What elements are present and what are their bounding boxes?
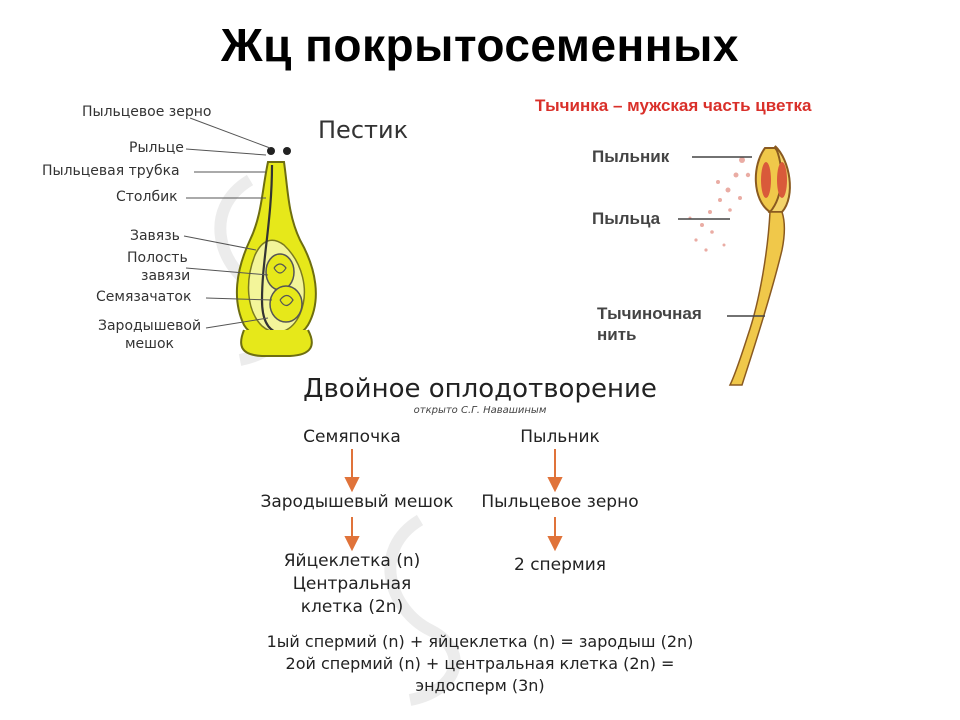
label-embryo-sac-2: мешок: [125, 336, 175, 352]
label-embryo-sac-1: Зародышевой: [98, 318, 202, 334]
label-pollen: Пыльца: [592, 209, 661, 228]
flow-embryo-sac: Зародышевый мешок: [260, 492, 454, 512]
label-pollen-grain: Пыльцевое зерно: [82, 104, 212, 120]
label-pollen-tube: Пыльцевая трубка: [42, 163, 180, 179]
label-stigma: Рыльце: [129, 140, 184, 156]
label-cavity-1: Полость: [127, 250, 188, 266]
flow-egg-cell: Яйцеклетка (n): [283, 551, 421, 571]
stamen-illustration: [688, 145, 791, 386]
label-ovary: Завязь: [130, 228, 180, 244]
formula-line-3: эндосперм (3n): [415, 676, 545, 695]
double-fertilization-heading: Двойное оплодотворение: [303, 374, 657, 404]
label-ovule: Семязачаток: [96, 289, 192, 305]
flow-pollen-grain: Пыльцевое зерно: [481, 492, 639, 512]
pistil-pointer-lines: [183, 117, 273, 329]
flow-two-sperm: 2 спермия: [513, 555, 607, 575]
discovered-by: открыто С.Г. Навашиным: [413, 405, 547, 416]
flow-central-1: Центральная: [292, 574, 412, 594]
flow-anther: Пыльник: [520, 427, 600, 447]
pistil-heading: Пестик: [318, 116, 409, 144]
pistil-illustration: [235, 147, 317, 357]
formula-line-1: 1ый спермий (n) + яйцеклетка (n) = зарод…: [266, 632, 694, 651]
flow-central-2: клетка (2n): [300, 597, 404, 617]
label-filament-2: нить: [597, 325, 637, 344]
flow-ovule: Семяпочка: [303, 427, 401, 447]
label-filament-1: Тычиночная: [597, 304, 702, 323]
flow-arrows: [344, 449, 563, 552]
page-title: Жц покрытосеменных: [221, 19, 739, 71]
stamen-pointer-lines: [678, 156, 765, 317]
label-style: Столбик: [116, 189, 178, 205]
stamen-heading: Тычинка – мужская часть цветка: [535, 96, 812, 115]
formula-line-2: 2ой спермий (n) + центральная клетка (2n…: [285, 654, 675, 673]
label-cavity-2: завязи: [141, 268, 191, 284]
label-anther: Пыльник: [592, 147, 670, 166]
